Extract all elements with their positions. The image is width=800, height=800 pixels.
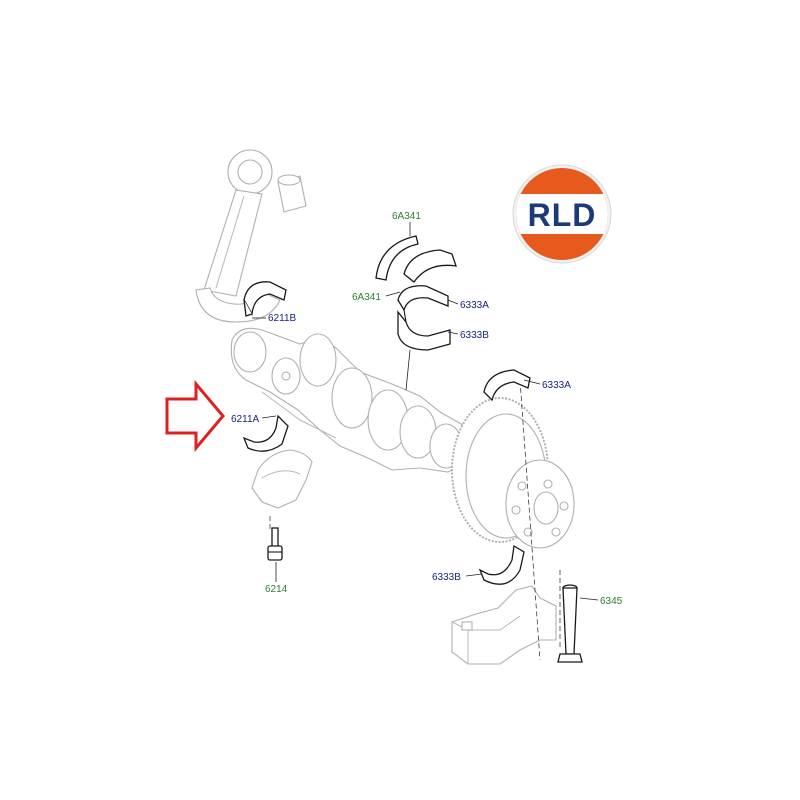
label-6333a-upper: 6333A	[460, 300, 489, 311]
leader-lines	[252, 222, 599, 601]
bearing-cap-ghost	[451, 585, 557, 665]
rod-cap-ghost	[251, 449, 313, 509]
rod-bolt	[267, 527, 283, 561]
assembly-line-main	[519, 379, 541, 661]
rod-bearing-upper	[243, 281, 287, 317]
connecting-rod-ghost	[195, 149, 307, 323]
main-bearing-bolt	[557, 584, 583, 663]
rld-logo: RLD	[512, 164, 612, 264]
label-6345: 6345	[600, 596, 623, 607]
rod-bearing-lower	[242, 414, 289, 452]
main-bearing-shell-lower	[478, 544, 525, 585]
label-6a341-lower: 6A341	[352, 292, 381, 303]
label-6333a-right: 6333A	[542, 380, 571, 391]
main-bearing-shell-upper	[397, 285, 451, 351]
logo-text: RLD	[528, 197, 597, 233]
label-6333b-lower: 6333B	[432, 572, 461, 583]
label-6214: 6214	[265, 584, 288, 595]
label-6a341-upper: 6A341	[392, 211, 421, 222]
crankshaft-ghost	[230, 327, 575, 549]
label-6211a: 6211A	[231, 414, 260, 425]
main-bearing-shell-right	[483, 369, 531, 402]
label-6211b: 6211B	[268, 313, 297, 324]
label-6333b-upper: 6333B	[460, 330, 489, 341]
thrust-washer-upper	[375, 235, 457, 283]
highlight-arrow	[165, 379, 225, 453]
